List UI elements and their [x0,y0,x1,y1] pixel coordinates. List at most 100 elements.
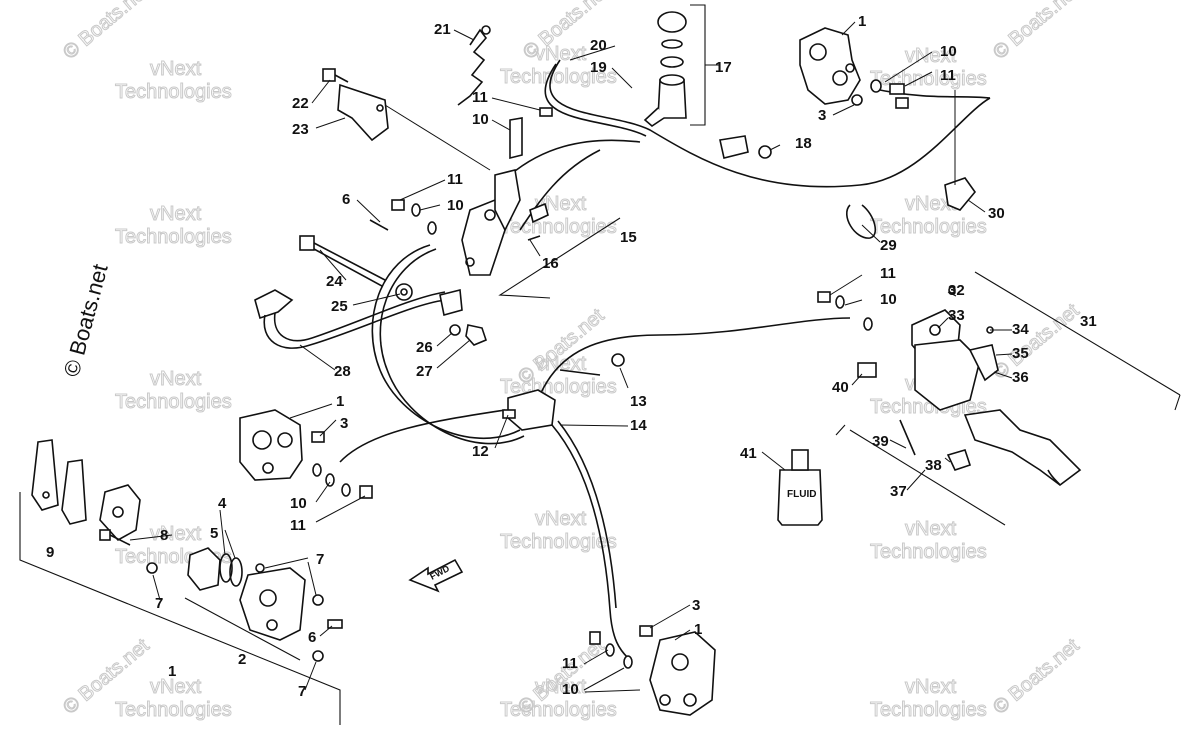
svg-text:vNext: vNext [905,676,957,698]
callout-7-b: 7 [155,595,163,612]
fitting-bottom [605,643,633,669]
callout-3-bottom: 3 [692,597,700,614]
callout-10-center: 10 [447,197,464,214]
caliper-bracket-part [99,484,141,546]
fitting-top-right [851,79,909,109]
callout-10-bottom: 10 [562,681,579,698]
callout-7-c: 7 [298,683,306,700]
callout-25: 25 [331,298,348,315]
boats-watermark: © Boats.net [989,0,1084,64]
svg-text:vNext: vNext [150,676,202,698]
callout-11-bottom: 11 [562,655,578,672]
svg-text:vNext: vNext [535,43,587,65]
callout-36: 36 [1012,369,1029,386]
boats-watermark: © Boats.net [989,299,1084,383]
brake-line-14-b [557,420,617,609]
fitting-lower-left [312,463,373,499]
svg-text:vNext: vNext [535,193,587,215]
spring-part [457,25,491,106]
brake-line-top-inner [544,63,647,137]
callout-11-center: 11 [447,171,463,188]
brake-lines [339,59,991,659]
callout-14: 14 [630,417,647,434]
mount-plate-part [719,135,772,159]
svg-text:Technologies: Technologies [115,81,232,103]
fitting-upper-center [509,107,553,241]
callout-29: 29 [880,237,897,254]
callout-34: 34 [1012,321,1029,338]
callout-3-left: 3 [340,415,348,432]
svg-text:Technologies: Technologies [115,699,232,721]
svg-text:Technologies: Technologies [500,531,617,553]
callout-7-a: 7 [316,551,324,568]
svg-text:Technologies: Technologies [500,216,617,238]
brake-pedal-part [254,288,463,349]
reservoir-part [643,11,687,128]
bolt-part [322,68,349,83]
callout-2: 2 [238,651,246,668]
callout-3-top: 3 [818,107,826,124]
svg-text:Technologies: Technologies [500,66,617,88]
brake-line-15 [509,139,641,176]
svg-text:vNext: vNext [905,193,957,215]
caliper-bottom [589,625,716,716]
brake-line-top [549,59,991,188]
callout-1-left: 1 [336,393,344,410]
svg-text:Technologies: Technologies [870,699,987,721]
split-block-part [502,353,625,431]
callout-31: 31 [1080,313,1097,330]
callout-27: 27 [416,363,433,380]
callout-12: 12 [472,443,489,460]
callout-10-right: 10 [880,291,897,308]
brake-line-block-to-left-caliper [339,409,506,463]
side-watermark: © Boats.net [59,261,113,379]
svg-text:vNext: vNext [150,368,202,390]
callout-10-upper: 10 [472,111,489,128]
callout-numbers: 21 20 19 17 11 10 22 23 18 1 10 11 3 30 … [46,13,1097,700]
callout-1-lower: 1 [168,663,176,680]
brake-line-master-to-block [371,244,521,440]
fluid-bottle-label: FLUID [787,489,816,500]
retaining-ring-part [846,204,877,239]
brake-line-14 [551,424,629,659]
callout-18: 18 [795,135,812,152]
lever-master-cylinder [911,309,999,411]
callout-11-topright: 11 [940,67,956,84]
piston-part [187,547,243,591]
fitting-right [817,291,873,331]
callout-19: 19 [590,59,607,76]
callout-11-right: 11 [880,265,896,282]
brake-line-15-b [519,149,601,231]
callout-41: 41 [740,445,757,462]
callout-15: 15 [620,229,637,246]
callout-6-lower: 6 [308,629,316,646]
caliper-top-right [799,27,861,105]
callout-11-left: 11 [290,517,306,534]
callout-17: 17 [715,59,732,76]
svg-text:vNext: vNext [535,508,587,530]
svg-text:vNext: vNext [905,518,957,540]
callout-4: 4 [218,495,227,512]
pedal-master-cylinder [461,169,521,276]
brake-fluid-bottle: FLUID [777,449,823,526]
callout-39: 39 [872,433,889,450]
boats-watermark: © Boats.net [989,634,1084,718]
callout-38: 38 [925,457,942,474]
svg-text:Technologies: Technologies [870,541,987,563]
clip-part [944,90,977,211]
brake-lever-part [963,409,1082,486]
callout-21: 21 [434,21,451,38]
callout-13: 13 [630,393,647,410]
callout-28: 28 [334,363,351,380]
pedal-pivot-bolt [299,235,413,301]
